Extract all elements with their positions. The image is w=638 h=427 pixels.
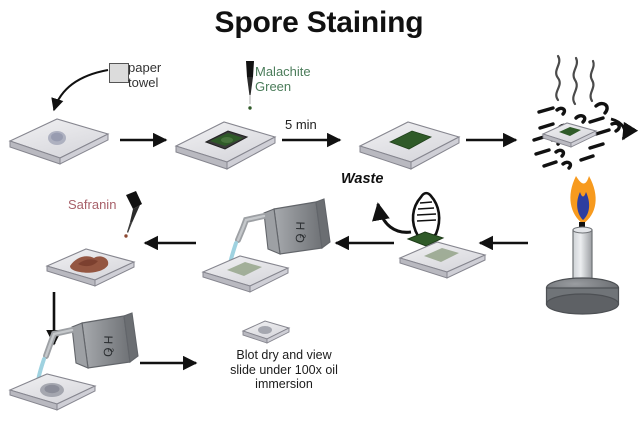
- heat-marks: [532, 101, 621, 170]
- page-title: Spore Staining: [214, 6, 424, 39]
- blot-caption-line2: slide under 100x oil: [230, 362, 338, 377]
- slide-steaming: [532, 54, 638, 170]
- blot-caption-line1: Blot dry and view: [236, 348, 332, 362]
- arrow-waste: [372, 202, 412, 234]
- arrow-steam-to-candle: [610, 117, 638, 141]
- arrow-paper-towel-to-slide: [51, 68, 109, 112]
- candle: [545, 176, 620, 315]
- dropper-icon-malachite: [246, 61, 254, 110]
- svg-text:2: 2: [106, 348, 115, 353]
- slide-paper-malachite: [174, 121, 277, 170]
- waste-label: Waste: [341, 171, 384, 187]
- malachite-green-label-line2: Green: [255, 79, 292, 94]
- paper-towel-label-line2: towel: [128, 75, 159, 90]
- malachite-green-label-line1: Malachite: [255, 64, 311, 79]
- safranin-label: Safranin: [68, 197, 117, 212]
- slide-rinse-water: [201, 255, 290, 293]
- five-min-label: 5 min: [285, 117, 317, 132]
- wash-bottle-icon-row3: H O 2: [36, 312, 139, 383]
- blot-caption-line3: immersion: [255, 377, 313, 391]
- slide-smear: [8, 118, 110, 165]
- svg-text:H O: H O: [101, 335, 116, 357]
- slide-safranin: [45, 248, 136, 287]
- paper-towel-swatch-icon: [109, 63, 129, 83]
- slide-green: [358, 121, 461, 170]
- slide-final-rinse: [8, 373, 97, 411]
- wash-bottle-icon-row2: H O 2: [228, 198, 331, 266]
- svg-text:2: 2: [298, 234, 307, 239]
- slide-finished: [241, 320, 291, 344]
- slide-forceps-waste: [398, 191, 487, 279]
- forceps-icon: [411, 191, 441, 243]
- svg-text:H O: H O: [293, 221, 308, 243]
- paper-towel-label-line1: paper: [128, 60, 162, 75]
- flame-icon: [570, 176, 596, 224]
- steam-icon: [555, 54, 595, 106]
